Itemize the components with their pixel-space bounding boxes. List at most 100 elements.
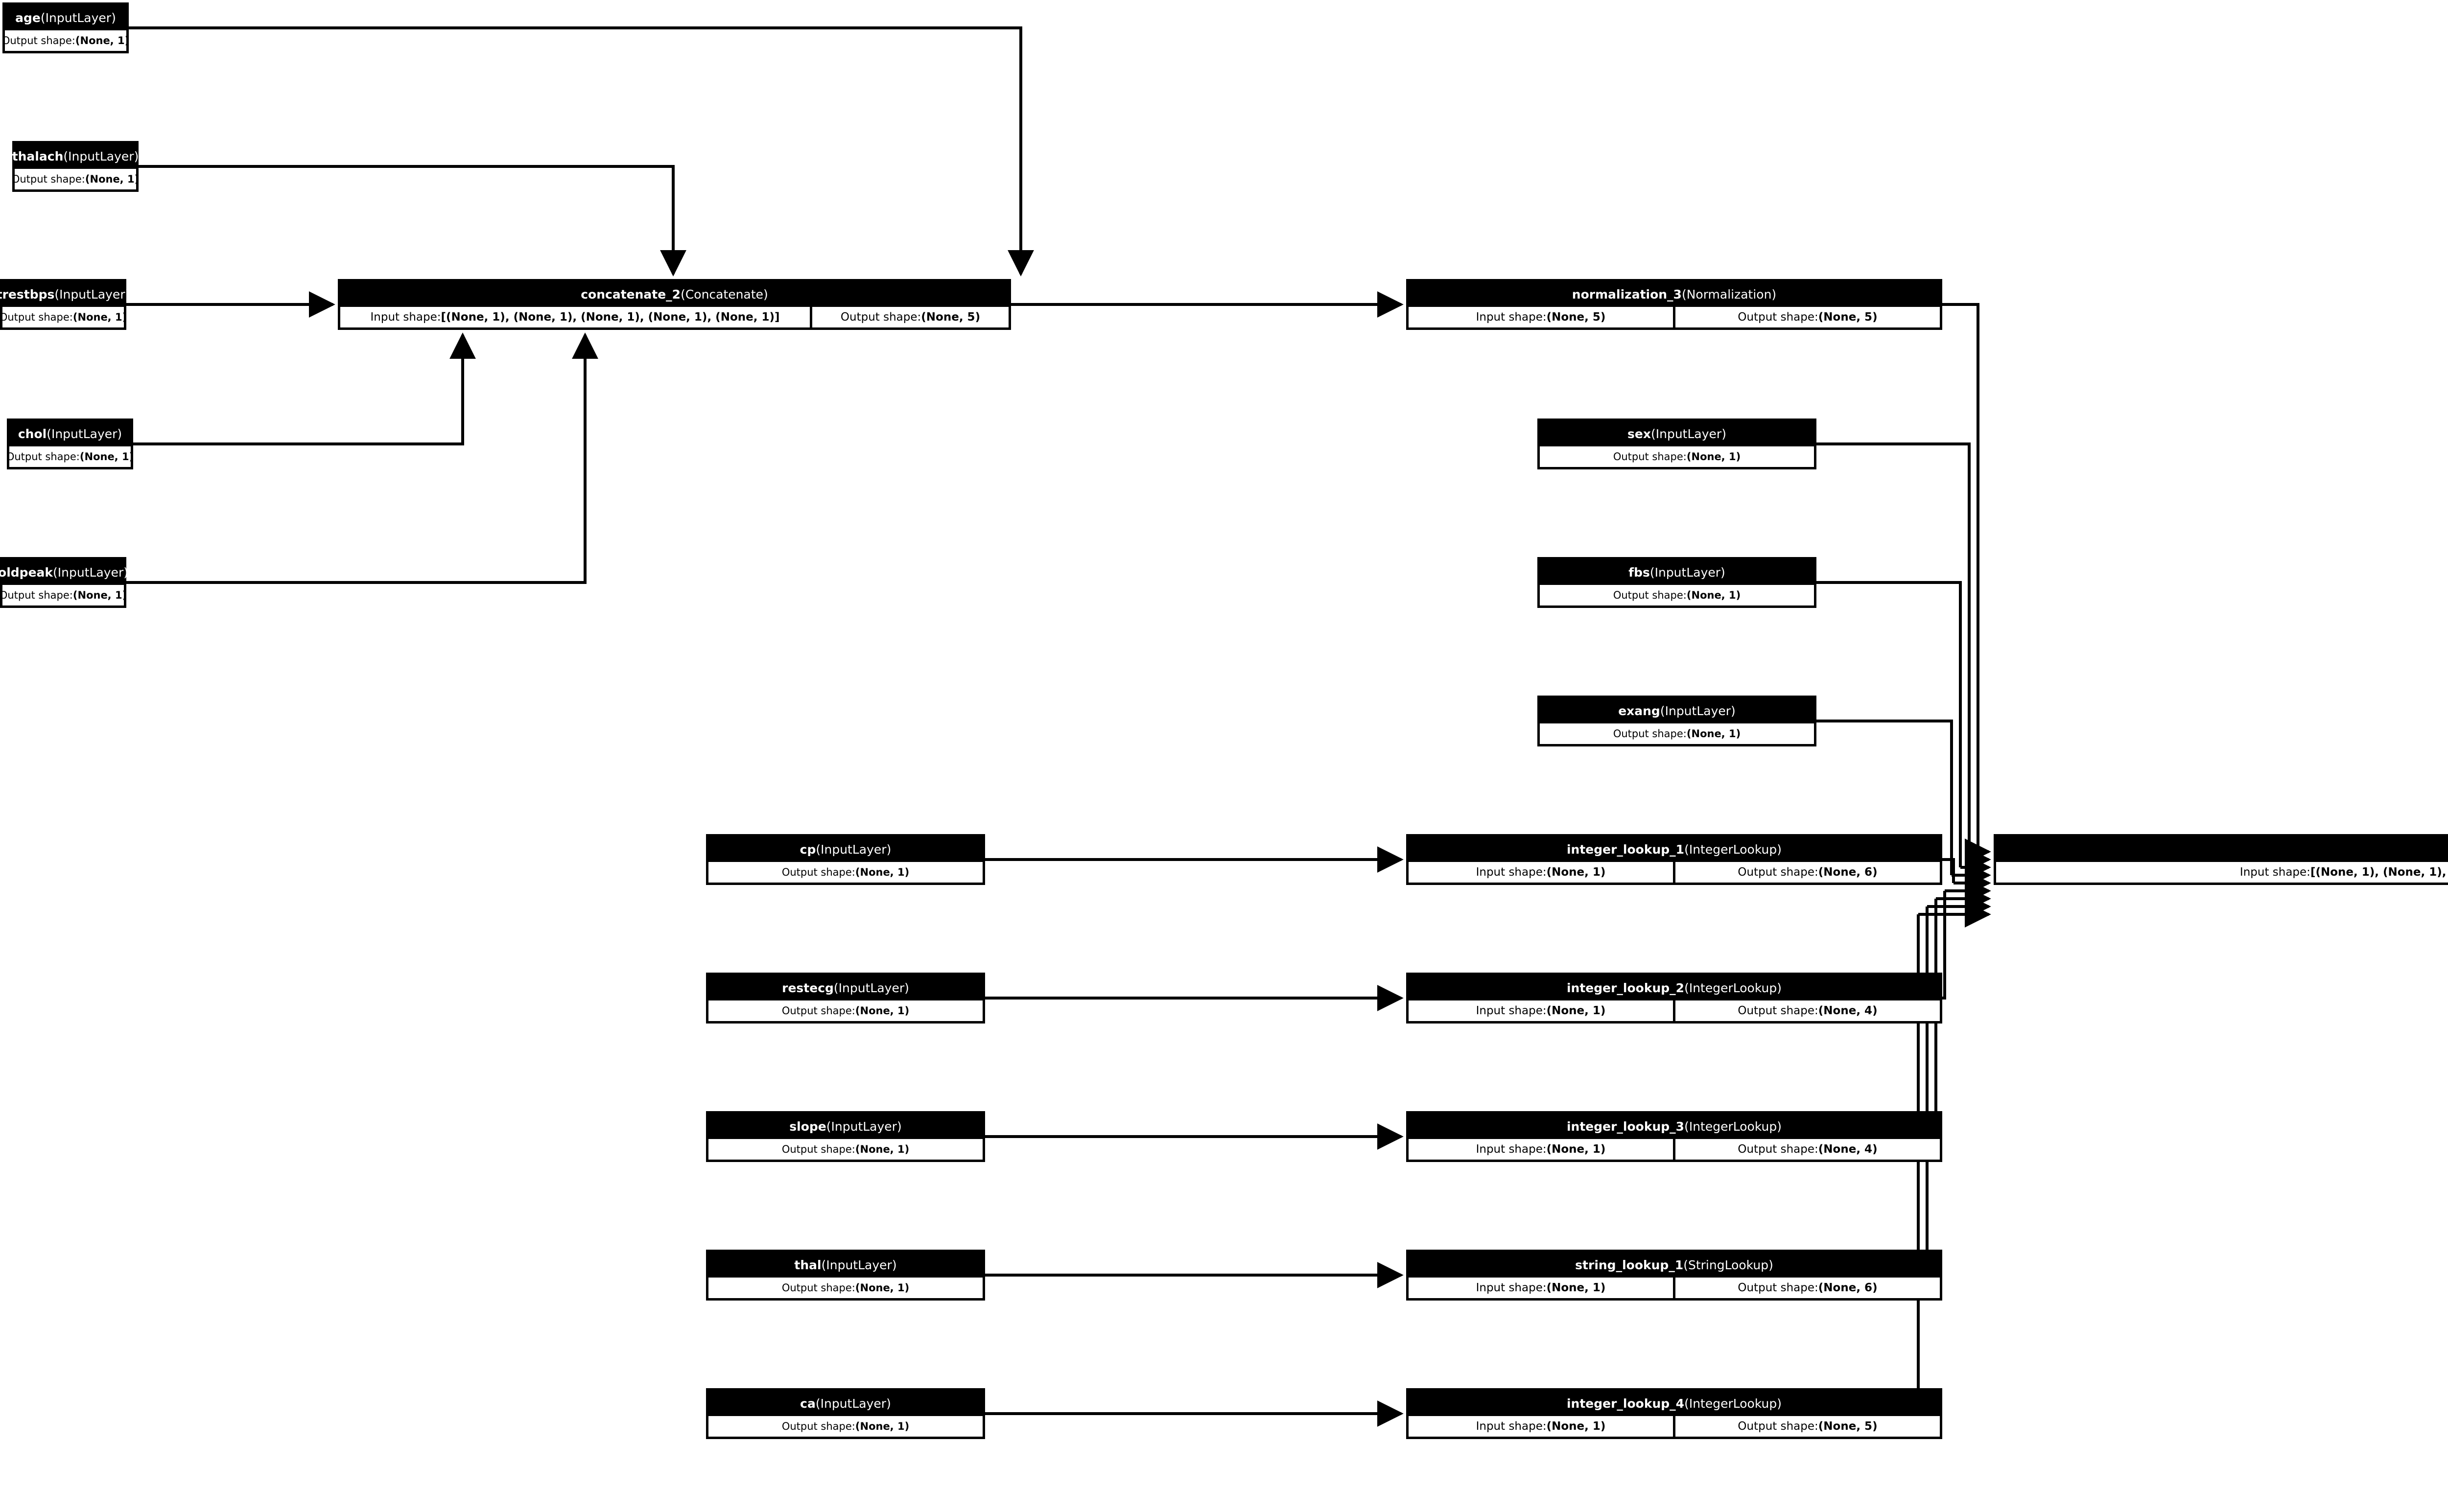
- layer-name: fbs: [1628, 565, 1650, 580]
- input-shape-cell: Input shape:(None, 1): [1409, 1416, 1673, 1437]
- layer-type: (IntegerLookup): [1684, 1119, 1782, 1134]
- edge-oldpeak-to-concatenate-2: [126, 332, 598, 584]
- node-cp: cp(InputLayer)Output shape:(None, 1): [706, 834, 985, 885]
- layer-name: normalization_3: [1572, 287, 1682, 302]
- node-integer-lookup-4: integer_lookup_4(IntegerLookup)Input sha…: [1406, 1388, 1942, 1439]
- output-shape-cell: Output shape:(None, 1): [5, 30, 126, 51]
- layer-type: (IntegerLookup): [1684, 842, 1782, 857]
- layer-type: (InputLayer): [53, 565, 128, 580]
- node-title: thalach(InputLayer): [12, 143, 139, 169]
- layer-name: slope: [789, 1119, 826, 1134]
- edge-normalization-3-to-concatenate-3: [1942, 303, 1979, 852]
- output-shape-label: Output shape:: [1613, 589, 1687, 601]
- node-chol: chol(InputLayer)Output shape:(None, 1): [7, 419, 133, 469]
- output-shape-value: (None, 1): [1686, 728, 1741, 740]
- node-oldpeak: oldpeak(InputLayer)Output shape:(None, 1…: [0, 557, 128, 608]
- output-shape-label: Output shape:: [5, 35, 75, 47]
- node-title: integer_lookup_4(IntegerLookup): [1409, 1391, 1940, 1416]
- node-integer-lookup-3: integer_lookup_3(IntegerLookup)Input sha…: [1406, 1111, 1942, 1162]
- node-shape-row: Input shape:(None, 1)Output shape:(None,…: [1409, 1278, 1940, 1298]
- node-shape-row: Input shape:(None, 1)Output shape:(None,…: [1409, 1139, 1940, 1160]
- input-shape-label: Input shape:: [1476, 866, 1547, 879]
- node-shape-row: Output shape:(None, 1): [1540, 723, 1814, 744]
- input-shape-cell: Input shape:(None, 1): [1409, 1000, 1673, 1021]
- layer-name: thal: [794, 1257, 822, 1272]
- input-shape-value: (None, 1): [1546, 1143, 1606, 1156]
- output-shape-value: (None, 1): [79, 451, 131, 463]
- node-shape-row: Input shape:[(None, 1), (None, 1), (None…: [340, 307, 1009, 327]
- output-shape-label: Output shape:: [781, 866, 855, 878]
- input-shape-label: Input shape:: [1476, 311, 1547, 324]
- input-shape-value: (None, 1): [1546, 1281, 1606, 1294]
- output-shape-label: Output shape:: [15, 173, 85, 185]
- node-trestbps: trestbps(InputLayer)Output shape:(None, …: [0, 279, 130, 330]
- node-shape-row: Output shape:(None, 1): [1540, 446, 1814, 467]
- layer-name: integer_lookup_4: [1566, 1396, 1685, 1411]
- output-shape-label: Output shape:: [1613, 728, 1687, 740]
- layer-name: integer_lookup_2: [1566, 980, 1685, 995]
- output-shape-cell: Output shape:(None, 1): [9, 446, 131, 467]
- output-shape-cell: Output shape:(None, 1): [1540, 446, 1814, 467]
- input-shape-value: [(None, 1), (None, 1), (None, 1), (None,…: [2310, 866, 2448, 879]
- input-shape-value: (None, 5): [1546, 311, 1606, 324]
- output-shape-cell: Output shape:(None, 1): [15, 169, 136, 189]
- output-shape-value: (None, 6): [1818, 1281, 1878, 1294]
- output-shape-label: Output shape:: [1738, 1420, 1818, 1433]
- node-title: slope(InputLayer): [708, 1114, 983, 1139]
- layer-type: (StringLookup): [1683, 1257, 1773, 1272]
- node-title: restecg(InputLayer): [708, 975, 983, 1000]
- output-shape-value: (None, 1): [855, 1282, 910, 1294]
- input-shape-value: (None, 1): [1546, 1420, 1606, 1433]
- node-title: sex(InputLayer): [1540, 421, 1814, 446]
- input-shape-label: Input shape:: [2239, 866, 2310, 879]
- input-shape-cell: Input shape:(None, 1): [1409, 1278, 1673, 1298]
- layer-type: (InputLayer): [40, 10, 116, 25]
- layer-type: (InputLayer): [1660, 703, 1736, 718]
- node-title: integer_lookup_1(IntegerLookup): [1409, 837, 1940, 862]
- node-title: thal(InputLayer): [708, 1252, 983, 1278]
- node-shape-row: Output shape:(None, 1): [708, 862, 983, 883]
- input-shape-cell: Input shape:[(None, 1), (None, 1), (None…: [340, 307, 810, 327]
- output-shape-value: (None, 1): [85, 173, 136, 185]
- layer-type: (IntegerLookup): [1684, 1396, 1782, 1411]
- input-shape-label: Input shape:: [1476, 1281, 1547, 1294]
- input-shape-value: (None, 1): [1546, 1004, 1606, 1017]
- output-shape-value: (None, 5): [1818, 311, 1878, 324]
- node-exang: exang(InputLayer)Output shape:(None, 1): [1537, 696, 1816, 746]
- node-slope: slope(InputLayer)Output shape:(None, 1): [706, 1111, 985, 1162]
- node-title: fbs(InputLayer): [1540, 559, 1814, 585]
- layer-type: (InputLayer): [826, 1119, 902, 1134]
- output-shape-label: Output shape:: [2, 589, 73, 601]
- node-title: string_lookup_1(StringLookup): [1409, 1252, 1940, 1278]
- layer-name: concatenate_2: [581, 287, 681, 302]
- layer-name: restecg: [782, 980, 834, 995]
- edge-sex-to-concatenate-3: [1816, 442, 1971, 860]
- edge-exang-to-concatenate-3: [1816, 720, 1953, 875]
- node-shape-row: Output shape:(None, 1): [708, 1000, 983, 1021]
- output-shape-cell: Output shape:(None, 1): [1540, 585, 1814, 605]
- output-shape-label: Output shape:: [781, 1420, 855, 1432]
- node-shape-row: Output shape:(None, 1): [708, 1416, 983, 1437]
- layer-name: thalach: [12, 149, 64, 163]
- output-shape-value: (None, 1): [855, 1005, 910, 1017]
- output-shape-cell: Output shape:(None, 1): [708, 1278, 983, 1298]
- input-shape-label: Input shape:: [1476, 1420, 1547, 1433]
- node-title: integer_lookup_2(IntegerLookup): [1409, 975, 1940, 1000]
- layer-type: (Concatenate): [681, 287, 768, 302]
- node-title: exang(InputLayer): [1540, 698, 1814, 723]
- node-shape-row: Output shape:(None, 1): [9, 446, 131, 467]
- node-sex: sex(InputLayer)Output shape:(None, 1): [1537, 419, 1816, 469]
- input-shape-value: (None, 1): [1546, 866, 1606, 879]
- edge-chol-to-concatenate-2: [133, 332, 476, 445]
- layer-type: (Normalization): [1681, 287, 1777, 302]
- layer-type: (InputLayer): [833, 980, 909, 995]
- layer-type: (InputLayer): [815, 1396, 891, 1411]
- layer-name: exang: [1618, 703, 1660, 718]
- layer-name: ca: [800, 1396, 816, 1411]
- node-shape-row: Output shape:(None, 1): [15, 169, 136, 189]
- node-title: ca(InputLayer): [708, 1391, 983, 1416]
- output-shape-value: (None, 4): [1818, 1004, 1878, 1017]
- output-shape-label: Output shape:: [781, 1005, 855, 1017]
- output-shape-label: Output shape:: [781, 1143, 855, 1155]
- node-shape-row: Output shape:(None, 1): [708, 1278, 983, 1298]
